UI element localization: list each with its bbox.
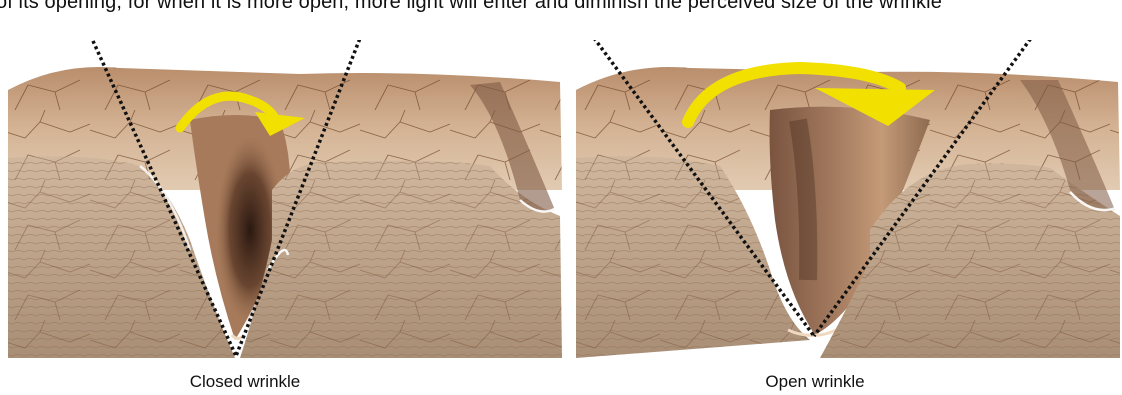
top-caption: of its opening, for when it is more open… xyxy=(0,0,1122,14)
open-wrinkle-label: Open wrinkle xyxy=(750,372,880,392)
closed-wrinkle-illustration xyxy=(0,40,564,365)
closed-wrinkle-svg xyxy=(0,40,570,365)
open-wrinkle-illustration xyxy=(570,40,1122,365)
closed-wrinkle-label: Closed wrinkle xyxy=(180,372,310,392)
open-wrinkle-svg xyxy=(570,40,1122,365)
